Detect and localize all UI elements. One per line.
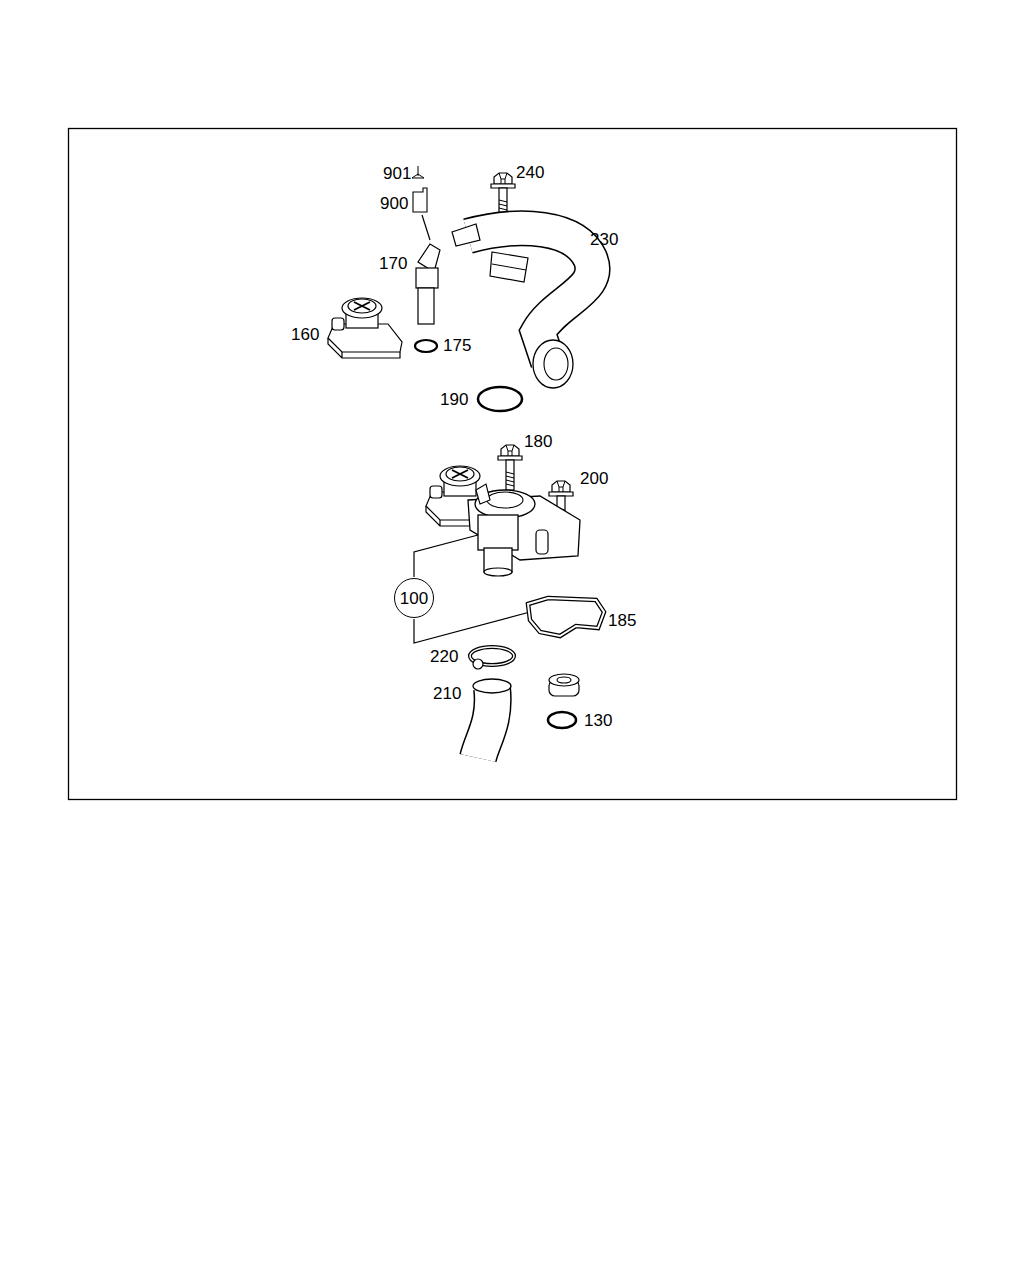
callout-circle: 100 <box>394 578 434 618</box>
callout-number: 170 <box>379 255 407 272</box>
callout-number: 100 <box>400 590 428 607</box>
callout-number: 200 <box>580 470 608 487</box>
callout-number: 190 <box>440 391 468 408</box>
callout-number: 130 <box>584 712 612 729</box>
callout-number: 185 <box>608 612 636 629</box>
callout-number: 175 <box>443 337 471 354</box>
callout-number: 160 <box>291 326 319 343</box>
callout-number: 220 <box>430 648 458 665</box>
callout-number: 210 <box>433 685 461 702</box>
callout-number: 180 <box>524 433 552 450</box>
callout-number: 900 <box>380 195 408 212</box>
callout-number: 901 <box>383 165 411 182</box>
callout-number: 230 <box>590 231 618 248</box>
callout-number: 240 <box>516 164 544 181</box>
